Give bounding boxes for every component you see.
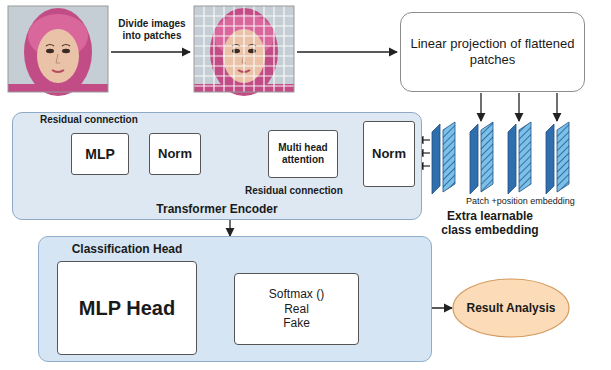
box-text: Norm — [372, 146, 406, 162]
flow-arrow — [229, 220, 230, 236]
box-text: MLP Head — [79, 296, 175, 320]
box-text: Multi head attention — [275, 142, 331, 166]
result-oval: Result Analysis — [452, 278, 570, 338]
embedding-label: Patch +position embedding — [466, 196, 575, 207]
softmax-box: Softmax ()RealFake — [234, 273, 359, 345]
panel-title: Transformer Encoder — [13, 202, 421, 216]
norm-box: Norm — [149, 133, 201, 175]
panel-title: Classification Head — [57, 242, 197, 256]
encoder-panel: Transformer Encoder MLP Norm Multi head att… — [12, 112, 422, 220]
residual-label: Residual connection — [245, 185, 343, 197]
residual-lines — [34, 129, 338, 181]
box-text: Norm — [158, 146, 192, 162]
box-text: MLP — [85, 146, 115, 163]
box-text: Linear projection of flattened patches — [407, 36, 578, 67]
step-label: Divide images into patches — [110, 18, 194, 42]
oval-shape — [453, 279, 569, 337]
box-text: Fake — [283, 316, 310, 330]
attention-box: Multi head attention — [268, 130, 338, 178]
box-text: Real — [284, 302, 309, 316]
box-text: Softmax () — [269, 287, 324, 301]
process-box: Linear projection of flattened patches — [400, 12, 585, 92]
norm-box: Norm — [363, 121, 415, 187]
box-text: Result Analysis — [467, 301, 556, 315]
classification-panel: Classification HeadMLP Head Softmax ()Rea… — [38, 236, 432, 362]
patch-embeddings — [432, 122, 569, 194]
residual-label: Residual connection — [40, 114, 138, 126]
patched-photo — [194, 6, 294, 96]
mlp-box: MLP — [71, 133, 129, 175]
mlp-head-box: MLP Head — [57, 261, 197, 355]
face-photo — [8, 6, 108, 96]
class-token-label: Extra learnable class embedding — [436, 209, 544, 238]
